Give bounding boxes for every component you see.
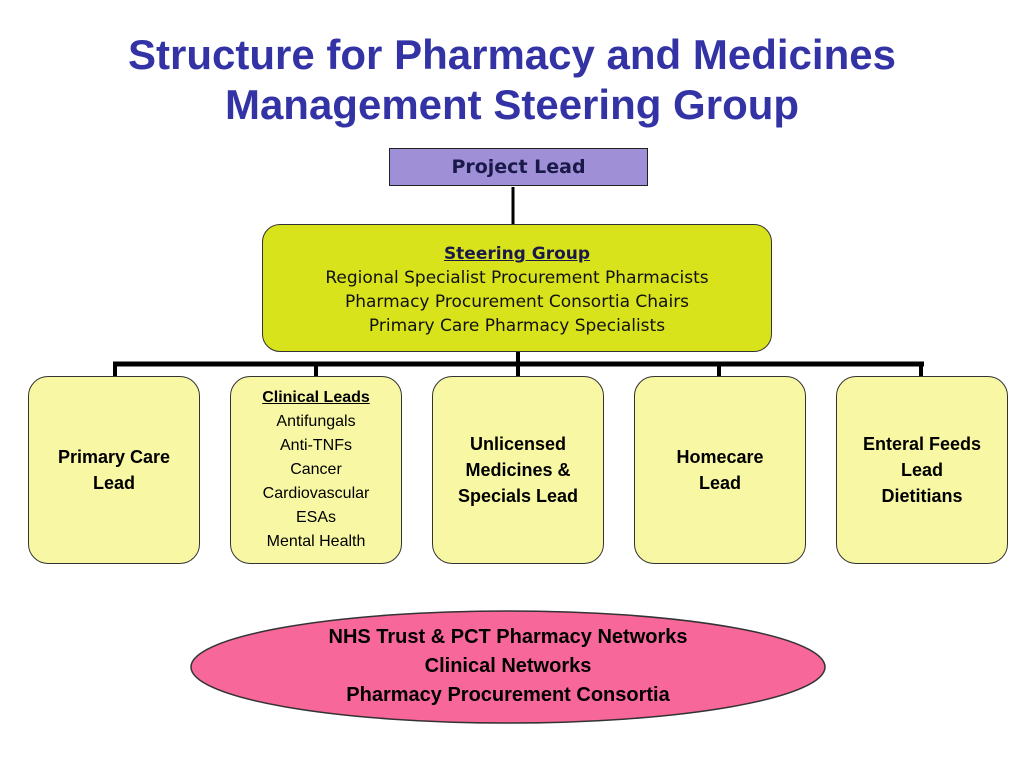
clinical-lead-item: Mental Health (266, 533, 366, 550)
title-line-1: Structure for Pharmacy and Medicines (128, 31, 896, 78)
page-title: Structure for Pharmacy and Medicines Man… (0, 30, 1024, 130)
clinical-leads-box: Clinical Leads Antifungals Anti-TNFs Can… (230, 376, 402, 564)
networks-line: Clinical Networks (424, 655, 592, 677)
project-lead-label: Project Lead (451, 156, 586, 178)
clinical-lead-item: Antifungals (276, 413, 356, 430)
steering-group-line: Pharmacy Procurement Consortia Chairs (344, 292, 690, 312)
steering-group-line: Regional Specialist Procurement Pharmaci… (325, 268, 709, 288)
lead-label-line: Dietitians (881, 486, 963, 506)
primary-care-lead-box: Primary Care Lead (28, 376, 200, 564)
enteral-feeds-lead-box: Enteral Feeds Lead Dietitians (836, 376, 1008, 564)
steering-group-heading: Steering Group (443, 244, 591, 264)
lead-label-line: Medicines & (465, 460, 571, 480)
lead-label-line: Lead (698, 473, 741, 493)
networks-line: Pharmacy Procurement Consortia (346, 684, 670, 706)
networks-ellipse-shape (190, 610, 826, 724)
unlicensed-medicines-lead-box: Unlicensed Medicines & Specials Lead (432, 376, 604, 564)
clinical-lead-item: Cancer (290, 461, 342, 478)
lead-label-line: Lead (900, 460, 943, 480)
lead-label-line: Primary Care (57, 447, 171, 467)
lead-label-line: Lead (92, 473, 135, 493)
lead-label-line: Specials Lead (457, 486, 579, 506)
lead-label-line: Homecare (676, 447, 764, 467)
project-lead-box: Project Lead (389, 148, 648, 186)
lead-label-line: Enteral Feeds (862, 434, 982, 454)
networks-line: NHS Trust & PCT Pharmacy Networks (328, 626, 688, 648)
clinical-leads-heading: Clinical Leads (262, 389, 370, 406)
title-line-2: Management Steering Group (224, 81, 800, 128)
clinical-lead-item: Anti-TNFs (280, 437, 352, 454)
homecare-lead-box: Homecare Lead (634, 376, 806, 564)
steering-group-line: Primary Care Pharmacy Specialists (368, 316, 666, 336)
networks-ellipse: NHS Trust & PCT Pharmacy Networks Clinic… (189, 609, 827, 725)
clinical-lead-item: Cardiovascular (262, 485, 370, 502)
steering-group-box: Steering Group Regional Specialist Procu… (262, 224, 772, 352)
networks-text: NHS Trust & PCT Pharmacy Networks Clinic… (189, 623, 827, 710)
lead-label-line: Unlicensed (469, 434, 567, 454)
clinical-lead-item: ESAs (295, 509, 336, 526)
